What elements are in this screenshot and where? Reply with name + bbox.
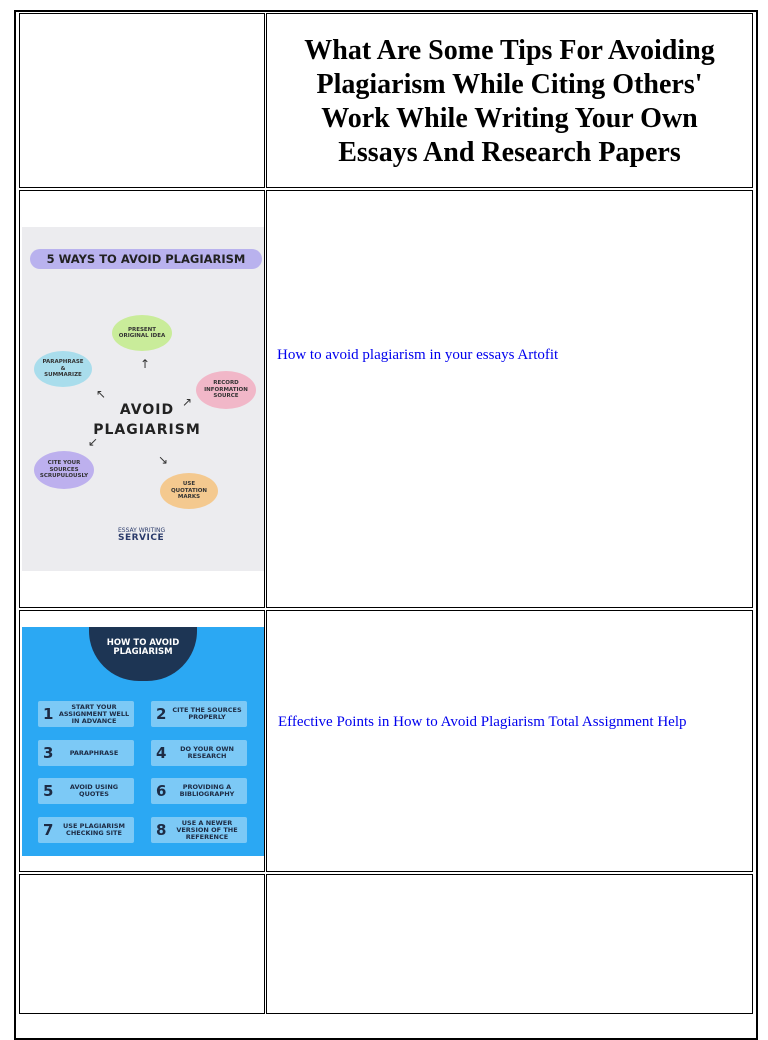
infographic-header: HOW TO AVOID PLAGIARISM — [89, 627, 197, 681]
arrow-down-left-icon: ↙ — [88, 435, 99, 449]
artofit-link[interactable]: How to avoid plagiarism in your essays A… — [277, 347, 559, 363]
arrow-up-left-icon: ↖ — [96, 387, 107, 401]
arrow-up-icon: ↑ — [140, 357, 151, 371]
bubble-cite-sources: CITE YOUR SOURCES SCRUPULOUSLY — [34, 451, 94, 489]
link-cell: How to avoid plagiarism in your essays A… — [266, 190, 753, 608]
essay-writing-service-logo: ESSAY WRITING SERVICE — [118, 527, 166, 543]
arrow-up-right-icon: ↗ — [182, 395, 193, 409]
bubble-paraphrase-summarize: PARAPHRASE & SUMMARIZE — [34, 351, 92, 387]
image-cell: 5 WAYS TO AVOID PLAGIARISM PRESENT ORIGI… — [19, 190, 265, 608]
avoid-plagiarism-infographic[interactable]: 5 WAYS TO AVOID PLAGIARISM PRESENT ORIGI… — [22, 227, 264, 571]
bubble-use-quotation-marks: USE QUOTATION MARKS — [160, 473, 218, 509]
table-cell-empty — [19, 874, 265, 1014]
avoid-plagiarism-heading: AVOID PLAGIARISM — [93, 402, 201, 438]
table-cell-empty — [266, 874, 753, 1014]
title-cell: What Are Some Tips For Avoiding Plagiari… — [266, 13, 753, 188]
bubble-present-original-idea: PRESENT ORIGINAL IDEA — [112, 315, 172, 351]
page-title: What Are Some Tips For Avoiding Plagiari… — [304, 35, 715, 168]
link-cell: Effective Points in How to Avoid Plagiar… — [266, 610, 753, 872]
infographic-banner: 5 WAYS TO AVOID PLAGIARISM — [30, 249, 262, 269]
arrow-down-right-icon: ↘ — [158, 453, 169, 467]
table-cell-empty — [19, 13, 265, 188]
total-assignment-help-link[interactable]: Effective Points in How to Avoid Plagiar… — [278, 714, 687, 730]
bubble-record-information-source: RECORD INFORMATION SOURCE — [196, 371, 256, 409]
